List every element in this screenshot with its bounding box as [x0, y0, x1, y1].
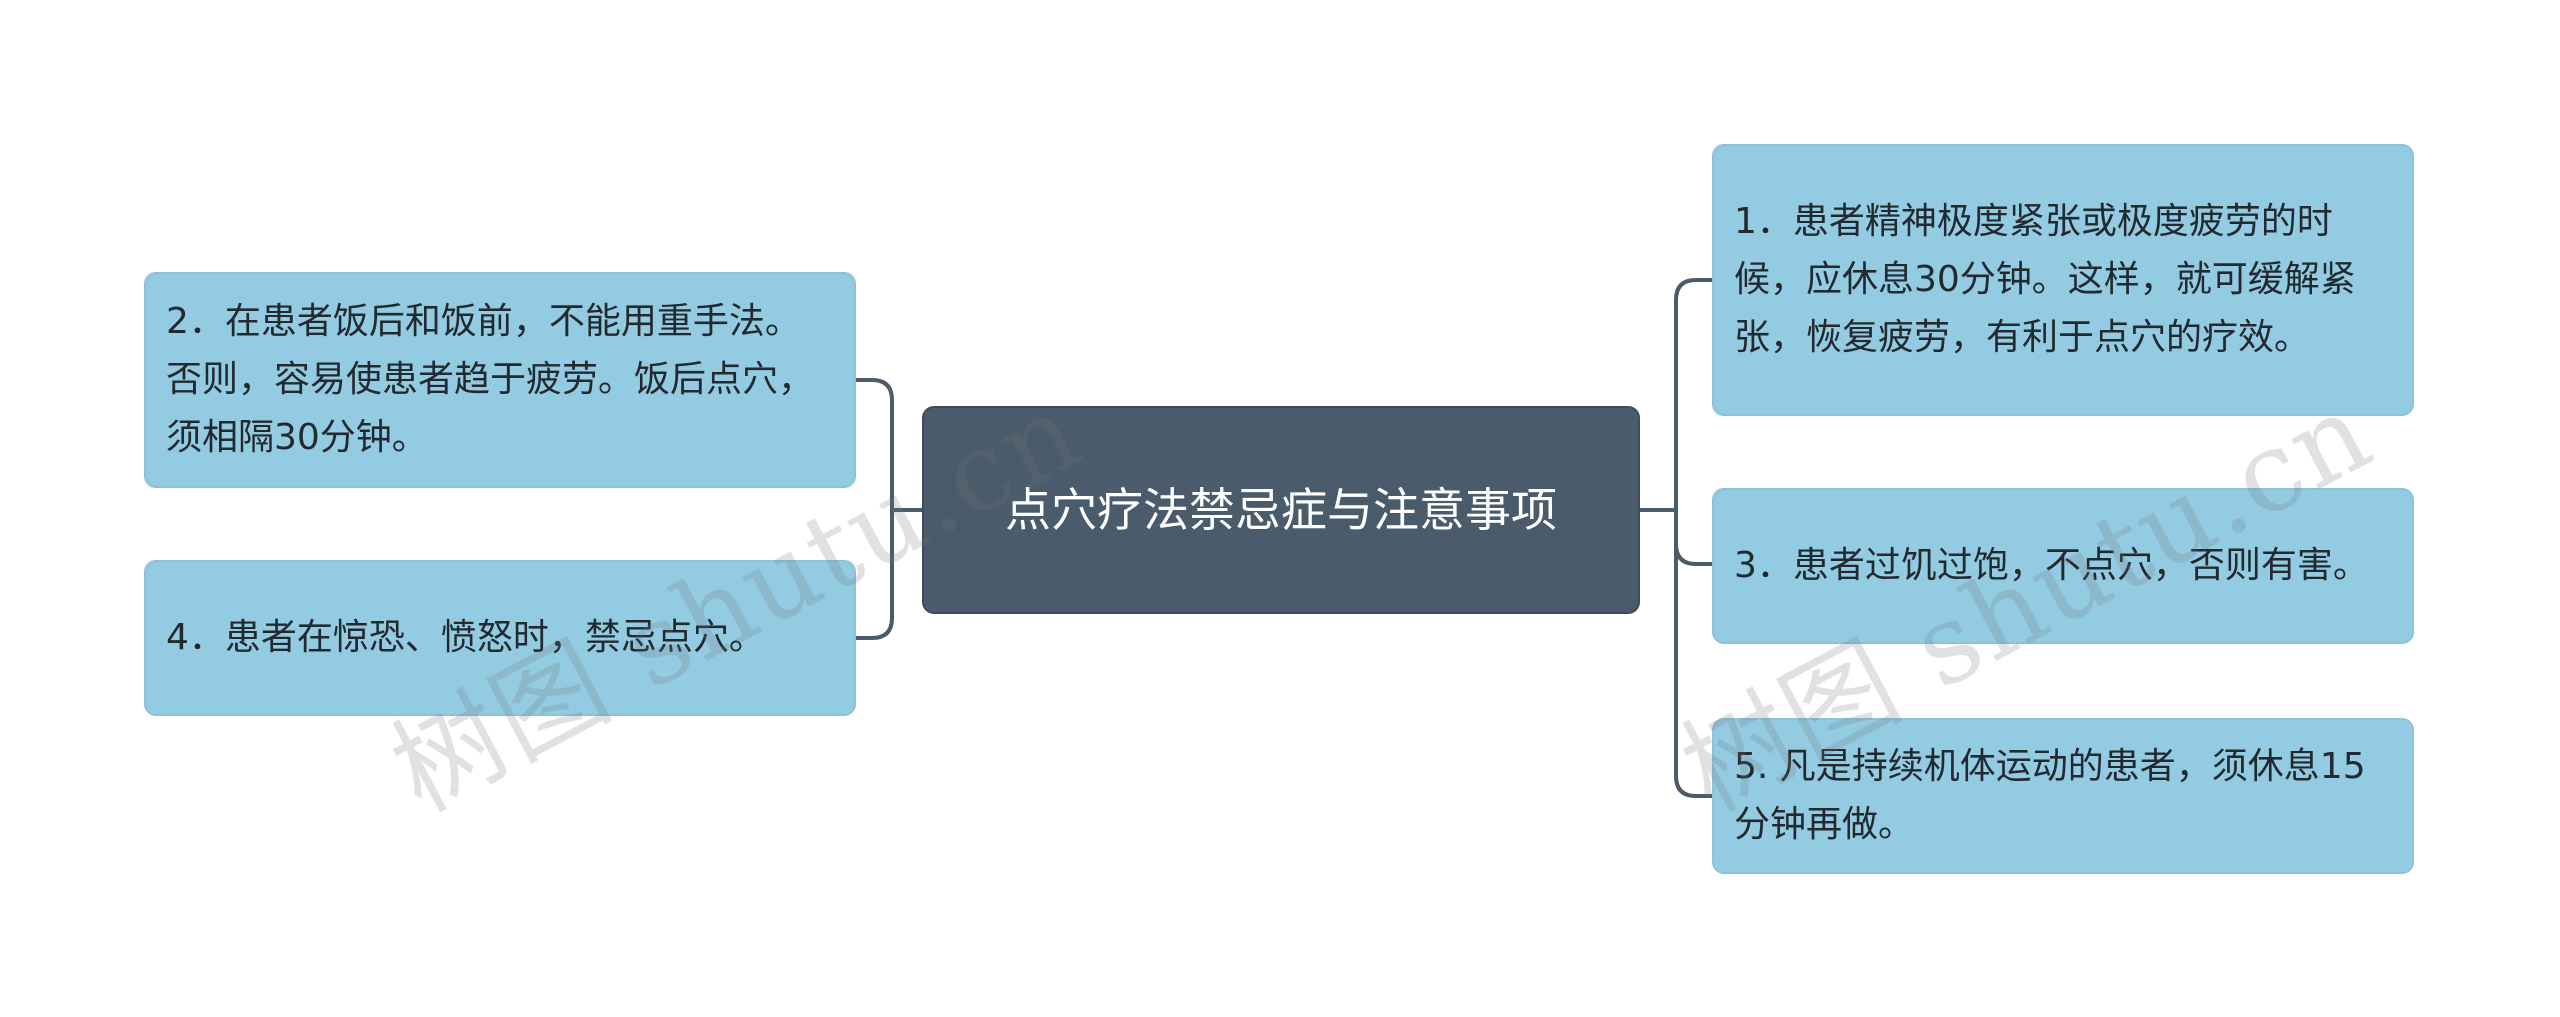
connector-left-leaf-1 — [854, 378, 894, 512]
right-branch-label-3: 5. 凡是持续机体运动的患者，须休息15分钟再做。 — [1734, 746, 2366, 845]
right-branch-label-1: 1．患者精神极度紧张或极度疲劳的时候，应休息30分钟。这样，就可缓解紧张，恢复疲… — [1734, 201, 2356, 358]
right-branch-node-1[interactable]: 1．患者精神极度紧张或极度疲劳的时候，应休息30分钟。这样，就可缓解紧张，恢复疲… — [1712, 144, 2414, 416]
root-label: 点穴疗法禁忌症与注意事项 — [1005, 483, 1557, 537]
left-branch-label-2: 4．患者在惊恐、愤怒时，禁忌点穴。 — [166, 617, 765, 658]
right-branch-node-2[interactable]: 3．患者过饥过饱，不点穴，否则有害。 — [1712, 488, 2414, 644]
connector-left-leaf-2 — [854, 508, 894, 640]
right-branch-node-3[interactable]: 5. 凡是持续机体运动的患者，须休息15分钟再做。 — [1712, 718, 2414, 874]
connector-right-leaf-2 — [1674, 508, 1714, 566]
left-branch-label-1: 2．在患者饭后和饭前，不能用重手法。否则，容易使患者趋于疲劳。饭后点穴，须相隔3… — [166, 301, 815, 458]
left-branch-node-2[interactable]: 4．患者在惊恐、愤怒时，禁忌点穴。 — [144, 560, 856, 716]
connector-right-leaf-3 — [1674, 508, 1714, 798]
root-node[interactable]: 点穴疗法禁忌症与注意事项 — [922, 406, 1640, 614]
left-branch-node-1[interactable]: 2．在患者饭后和饭前，不能用重手法。否则，容易使患者趋于疲劳。饭后点穴，须相隔3… — [144, 272, 856, 488]
right-branch-label-2: 3．患者过饥过饱，不点穴，否则有害。 — [1734, 545, 2369, 586]
connector-right-leaf-1 — [1674, 278, 1714, 512]
